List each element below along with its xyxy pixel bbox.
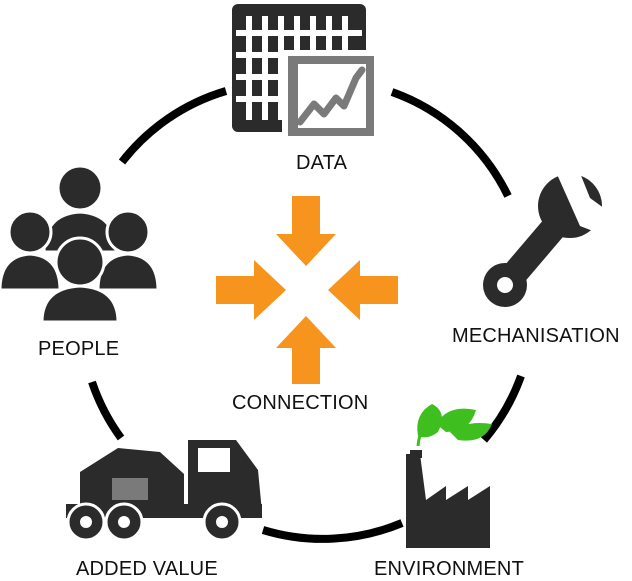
label-connection: CONNECTION: [232, 392, 369, 414]
spreadsheet-chart-icon: [232, 4, 380, 142]
factory-leaves-icon: [406, 404, 492, 548]
people-group-icon: [0, 164, 160, 324]
ring-segment-mechanisation-environment: [480, 374, 525, 443]
cycle-ring: [88, 87, 525, 543]
ring-segment-environment-added: [261, 519, 404, 543]
arrow-right: [328, 260, 398, 320]
label-added-value: ADDED VALUE: [76, 558, 218, 580]
arrow-bottom: [276, 316, 336, 384]
truck-icon: [66, 440, 262, 542]
arrow-left: [216, 260, 286, 320]
label-environment: ENVIRONMENT: [374, 558, 524, 580]
label-people: PEOPLE: [38, 338, 120, 360]
ring-segment-added-people: [88, 380, 125, 441]
label-data: DATA: [296, 152, 348, 174]
converging-arrows-icon: [216, 196, 398, 384]
ring-segment-data-mechanisation: [390, 88, 512, 198]
ring-segment-people-data: [118, 87, 228, 165]
wrench-icon: [483, 168, 612, 307]
arrow-top: [276, 196, 336, 266]
label-mechanisation: MECHANISATION: [452, 325, 620, 347]
